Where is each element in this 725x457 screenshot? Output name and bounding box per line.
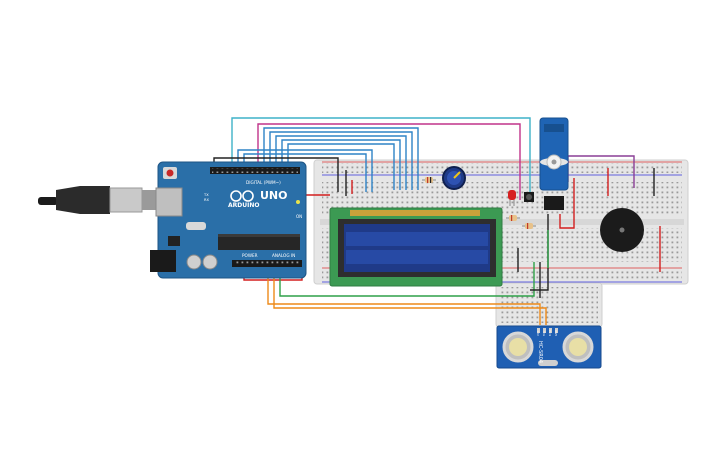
resistor-1 xyxy=(422,177,436,183)
servo-icon xyxy=(539,117,569,210)
wire-orange-1 xyxy=(267,270,541,325)
arduino-logo-icon xyxy=(230,190,254,202)
arduino-model-label: UNO xyxy=(260,189,288,202)
resistor-2 xyxy=(506,215,520,221)
resistor-3 xyxy=(522,223,536,229)
wire-blue-4 xyxy=(281,139,401,190)
sensor-pin-echo: Echo xyxy=(548,329,552,336)
wire-magenta xyxy=(257,123,521,200)
usb-cable-icon xyxy=(38,186,156,214)
arduino-rx-label: RX xyxy=(204,198,209,202)
sensor-pin-labels: VCC Trig Echo GND xyxy=(536,329,558,336)
arduino-on-label: ON xyxy=(296,214,302,219)
sensor-pin-trig: Trig xyxy=(542,331,546,336)
sensor-model-label: HC-SR04 xyxy=(537,341,543,363)
buzzer-icon xyxy=(600,208,644,252)
potentiometer-icon xyxy=(442,166,466,190)
lcd-display xyxy=(329,207,503,287)
mini-breadboard xyxy=(495,282,603,328)
push-button-icon xyxy=(524,192,534,202)
arduino-uno: ARDUINO UNO DIGITAL (PWM~) POWER ANALOG … xyxy=(150,161,307,279)
arduino-brand-label: ARDUINO xyxy=(228,202,259,209)
wire-blue-6 xyxy=(237,149,373,192)
wire-blue-2 xyxy=(269,131,413,190)
led-icon xyxy=(508,190,516,206)
sensor-pin-gnd: GND xyxy=(554,330,558,336)
arduino-analog-label: ANALOG IN xyxy=(272,253,295,258)
wire-orange-2 xyxy=(273,270,547,325)
wire-red-servo xyxy=(559,178,575,229)
arduino-tx-label: TX xyxy=(203,193,209,197)
ultrasonic-sensor: HC-SR04 VCC Trig Echo GND xyxy=(496,325,602,369)
wires xyxy=(213,117,661,325)
wire-green xyxy=(279,262,535,297)
wire-cyan xyxy=(231,117,531,200)
arduino-digital-label: DIGITAL (PWM~) xyxy=(246,180,281,185)
arduino-power-label: POWER xyxy=(242,253,258,258)
sensor-pin-vcc: VCC xyxy=(536,330,540,336)
